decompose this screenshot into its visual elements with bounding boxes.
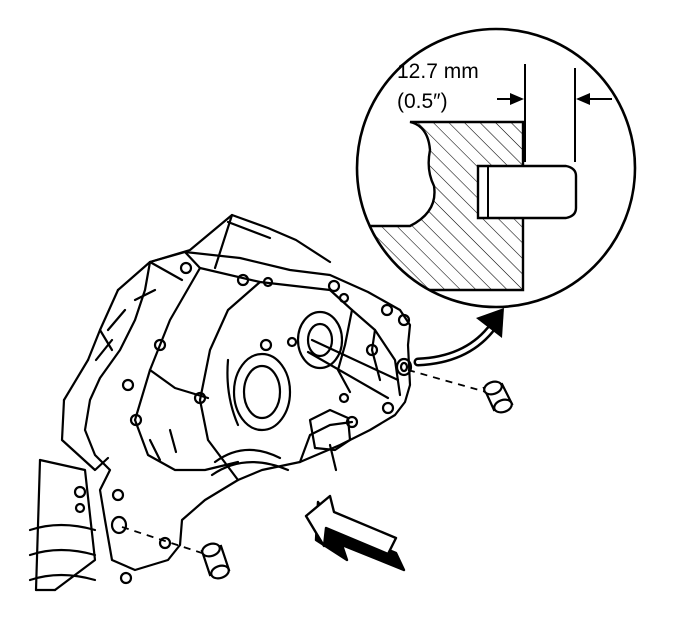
engine-front-cover (28, 213, 413, 592)
detail-view (355, 27, 637, 309)
dowel-pin-icon (200, 380, 514, 580)
dimension-metric-label: 12.7 mm (397, 60, 479, 83)
dowel-guide-lines (121, 369, 487, 555)
detail-callout-arrow-icon (413, 308, 504, 367)
dimension-imperial-label: (0.5″) (397, 90, 448, 113)
dowel-pin-section (476, 164, 578, 220)
front-direction-arrow-icon (304, 494, 406, 572)
